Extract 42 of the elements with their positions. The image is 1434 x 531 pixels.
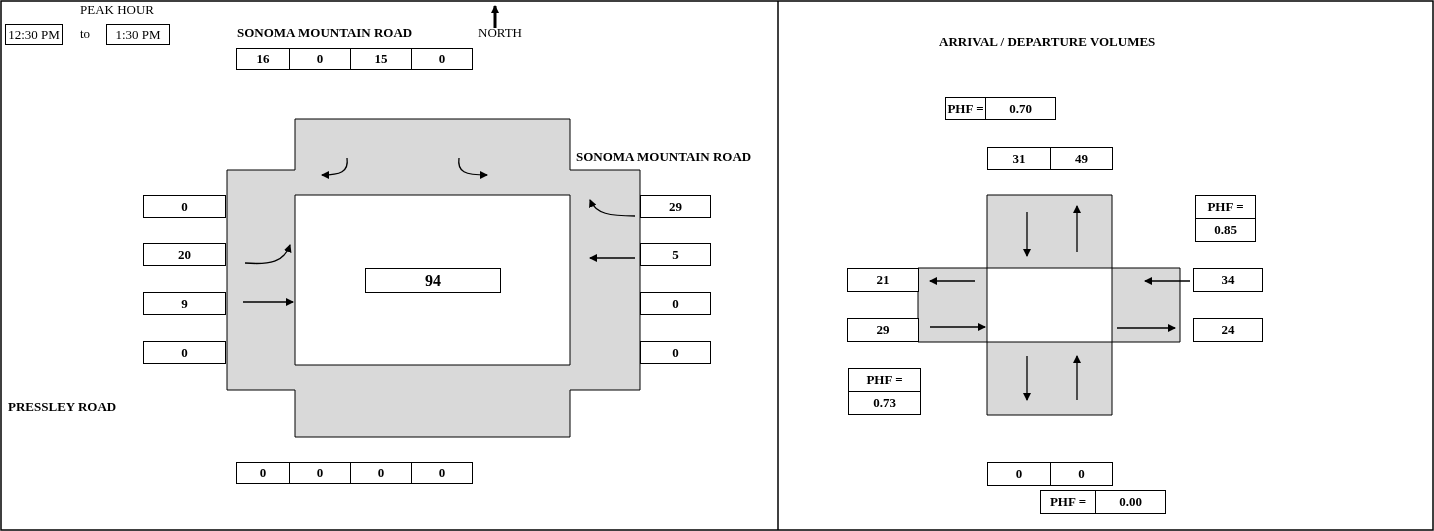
volume-count: 0 — [236, 462, 290, 484]
total-count: 94 — [365, 268, 501, 293]
volume-count: 29 — [847, 318, 919, 342]
volume-count: 31 — [987, 147, 1051, 170]
volume-count: 24 — [1193, 318, 1263, 342]
time-heading: PEAK HOUR — [80, 2, 155, 18]
time-separator: to — [80, 26, 91, 42]
volume-count: 0 — [640, 341, 711, 364]
volume-count: 21 — [847, 268, 919, 292]
volume-count: 49 — [1050, 147, 1113, 170]
volume-count: 0 — [640, 292, 711, 315]
volume-count: 0 — [143, 341, 226, 364]
time-value: 12:30 PM — [5, 24, 63, 45]
time-value: 1:30 PM — [106, 24, 170, 45]
volume-count: 20 — [143, 243, 226, 266]
volume-count: 16 — [236, 48, 290, 70]
compass-label: NORTH — [478, 25, 522, 41]
volume-count: 0 — [987, 462, 1051, 486]
volume-count: 0 — [289, 48, 351, 70]
panel-heading: ARRIVAL / DEPARTURE VOLUMES — [939, 34, 1156, 50]
volume-count: 9 — [143, 292, 226, 315]
phf-value: 0.70 — [985, 97, 1056, 120]
street-name: PRESSLEY ROAD — [8, 399, 117, 415]
phf-label: PHF = — [1195, 195, 1256, 219]
phf-label: PHF = — [1040, 490, 1096, 514]
phf-value: 0.73 — [848, 391, 921, 415]
volume-count: 0 — [1050, 462, 1113, 486]
phf-value: 0.85 — [1195, 218, 1256, 242]
volume-count: 34 — [1193, 268, 1263, 292]
volume-count: 29 — [640, 195, 711, 218]
street-name: SONOMA MOUNTAIN ROAD — [237, 25, 413, 41]
volume-count: 0 — [289, 462, 351, 484]
phf-label: PHF = — [945, 97, 986, 120]
volume-count: 15 — [350, 48, 412, 70]
volume-count: 5 — [640, 243, 711, 266]
street-name: SONOMA MOUNTAIN ROAD — [576, 149, 752, 165]
phf-label: PHF = — [848, 368, 921, 392]
phf-value: 0.00 — [1095, 490, 1166, 514]
volume-count: 0 — [411, 48, 473, 70]
volume-count: 0 — [411, 462, 473, 484]
volume-count: 0 — [350, 462, 412, 484]
volume-count: 0 — [143, 195, 226, 218]
